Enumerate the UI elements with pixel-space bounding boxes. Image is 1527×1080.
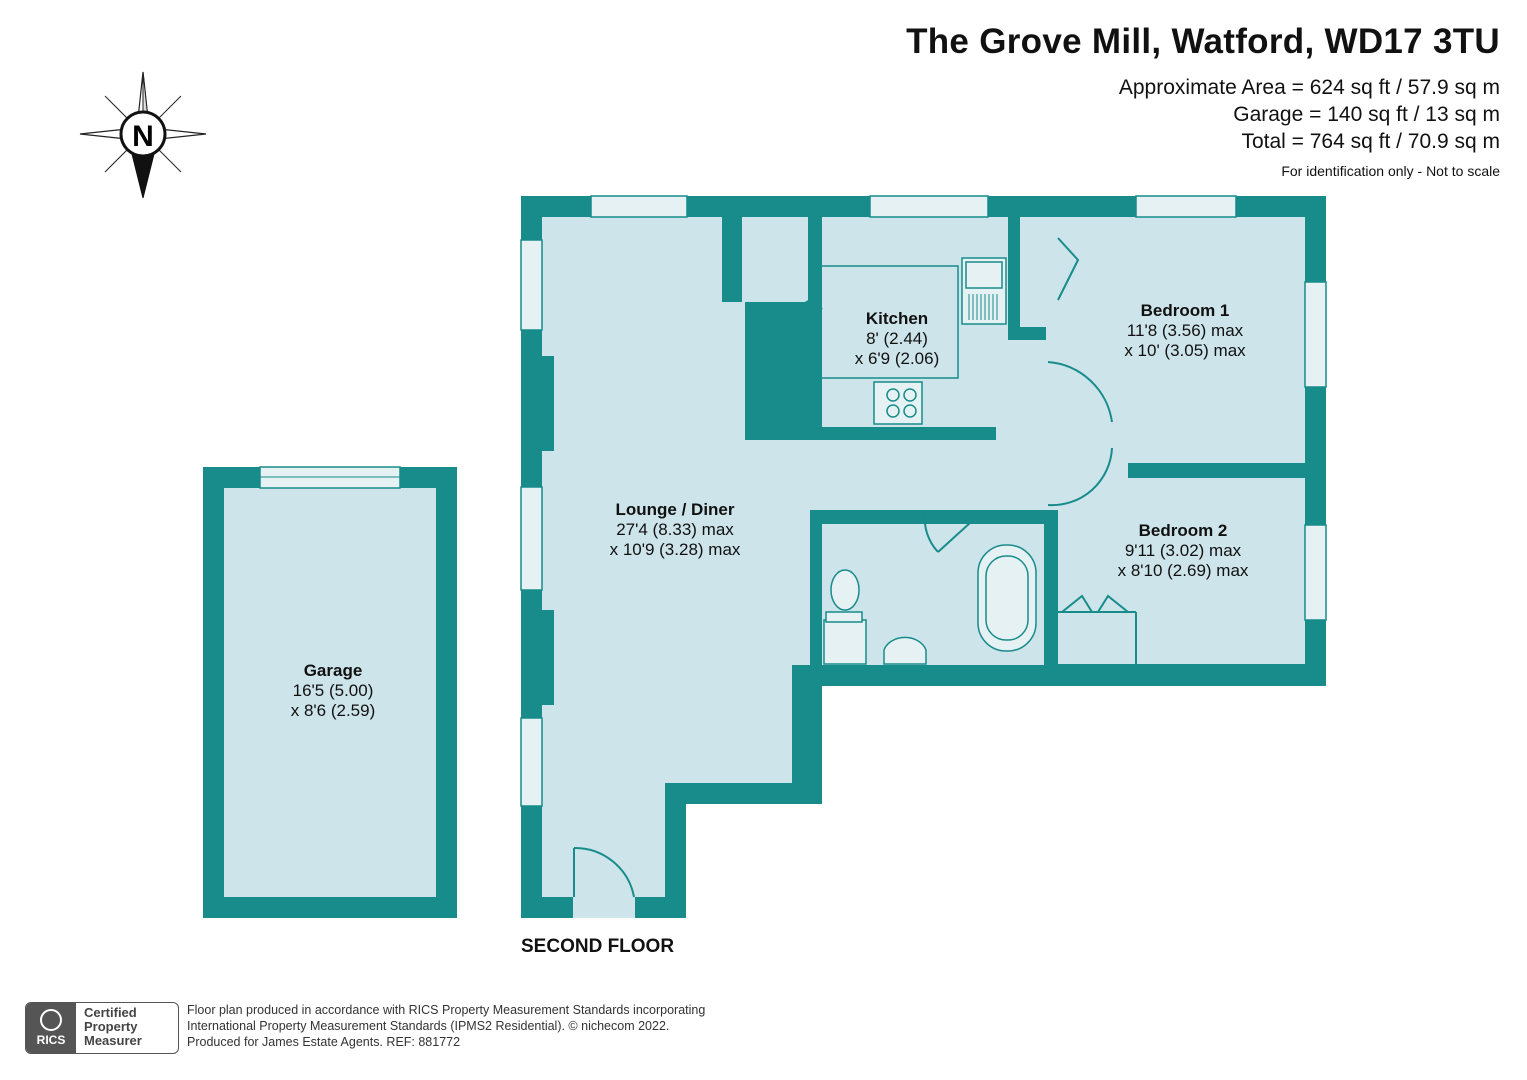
garage-area: Garage = 140 sq ft / 13 sq m: [1233, 103, 1500, 126]
total-area: Total = 764 sq ft / 70.9 sq m: [1241, 130, 1500, 153]
header: The Grove Mill, Watford, WD17 3TU Approx…: [906, 22, 1500, 179]
rics-certified-text: Certified Property Measurer: [84, 1006, 142, 1048]
label-kitchen: Kitchen 8' (2.44) x 6'9 (2.06): [855, 309, 940, 368]
property-title: The Grove Mill, Watford, WD17 3TU: [906, 22, 1500, 61]
lounge-dim1: 27'4 (8.33) max: [616, 520, 734, 539]
rics-logo: RICS Certified Property Measurer: [25, 1002, 179, 1054]
bedroom2-dim2: x 8'10 (2.69) max: [1118, 561, 1249, 580]
kitchen-dim1: 8' (2.44): [866, 329, 928, 348]
main-flat: [520, 195, 1327, 918]
footer-line: Floor plan produced in accordance with R…: [187, 1003, 706, 1017]
bedroom1-dim2: x 10' (3.05) max: [1124, 341, 1246, 360]
compass-icon: N: [79, 71, 207, 199]
floor-label: SECOND FLOOR: [521, 936, 675, 957]
garage-dim2: x 8'6 (2.59): [291, 701, 376, 720]
cert-line: Property: [84, 1019, 138, 1034]
rics-crest-icon: [40, 1009, 62, 1031]
bathroom-fixtures: [823, 544, 1037, 665]
rics-badge: RICS: [26, 1003, 76, 1053]
footer-line: International Property Measurement Stand…: [187, 1019, 670, 1033]
cert-line: Measurer: [84, 1033, 142, 1048]
bedroom2-dim1: 9'11 (3.02) max: [1125, 541, 1242, 560]
approximate-area: Approximate Area = 624 sq ft / 57.9 sq m: [1118, 76, 1500, 99]
label-bedroom1: Bedroom 1 11'8 (3.56) max x 10' (3.05) m…: [1124, 301, 1246, 360]
rics-badge-label: RICS: [36, 1033, 66, 1047]
compass-letter: N: [132, 120, 154, 153]
kitchen-dim2: x 6'9 (2.06): [855, 349, 940, 368]
bedroom1-name: Bedroom 1: [1141, 301, 1230, 320]
garage-block: [203, 466, 457, 918]
label-garage: Garage 16'5 (5.00) x 8'6 (2.59): [291, 661, 376, 720]
lounge-dim2: x 10'9 (3.28) max: [610, 540, 741, 559]
bedroom2-name: Bedroom 2: [1139, 521, 1228, 540]
label-lounge: Lounge / Diner 27'4 (8.33) max x 10'9 (3…: [610, 500, 741, 559]
footer-line: Produced for James Estate Agents. REF: 8…: [187, 1035, 461, 1049]
garage-name: Garage: [304, 661, 363, 680]
lounge-name: Lounge / Diner: [616, 500, 735, 519]
footer-disclaimer: Floor plan produced in accordance with R…: [187, 1002, 787, 1050]
cert-line: Certified: [84, 1005, 137, 1020]
kitchen-name: Kitchen: [866, 309, 928, 328]
garage-dim1: 16'5 (5.00): [293, 681, 374, 700]
bedroom1-dim1: 11'8 (3.56) max: [1127, 321, 1244, 340]
label-bedroom2: Bedroom 2 9'11 (3.02) max x 8'10 (2.69) …: [1118, 521, 1249, 580]
drainer-icon: [968, 294, 998, 320]
scale-note: For identification only - Not to scale: [1281, 163, 1500, 179]
